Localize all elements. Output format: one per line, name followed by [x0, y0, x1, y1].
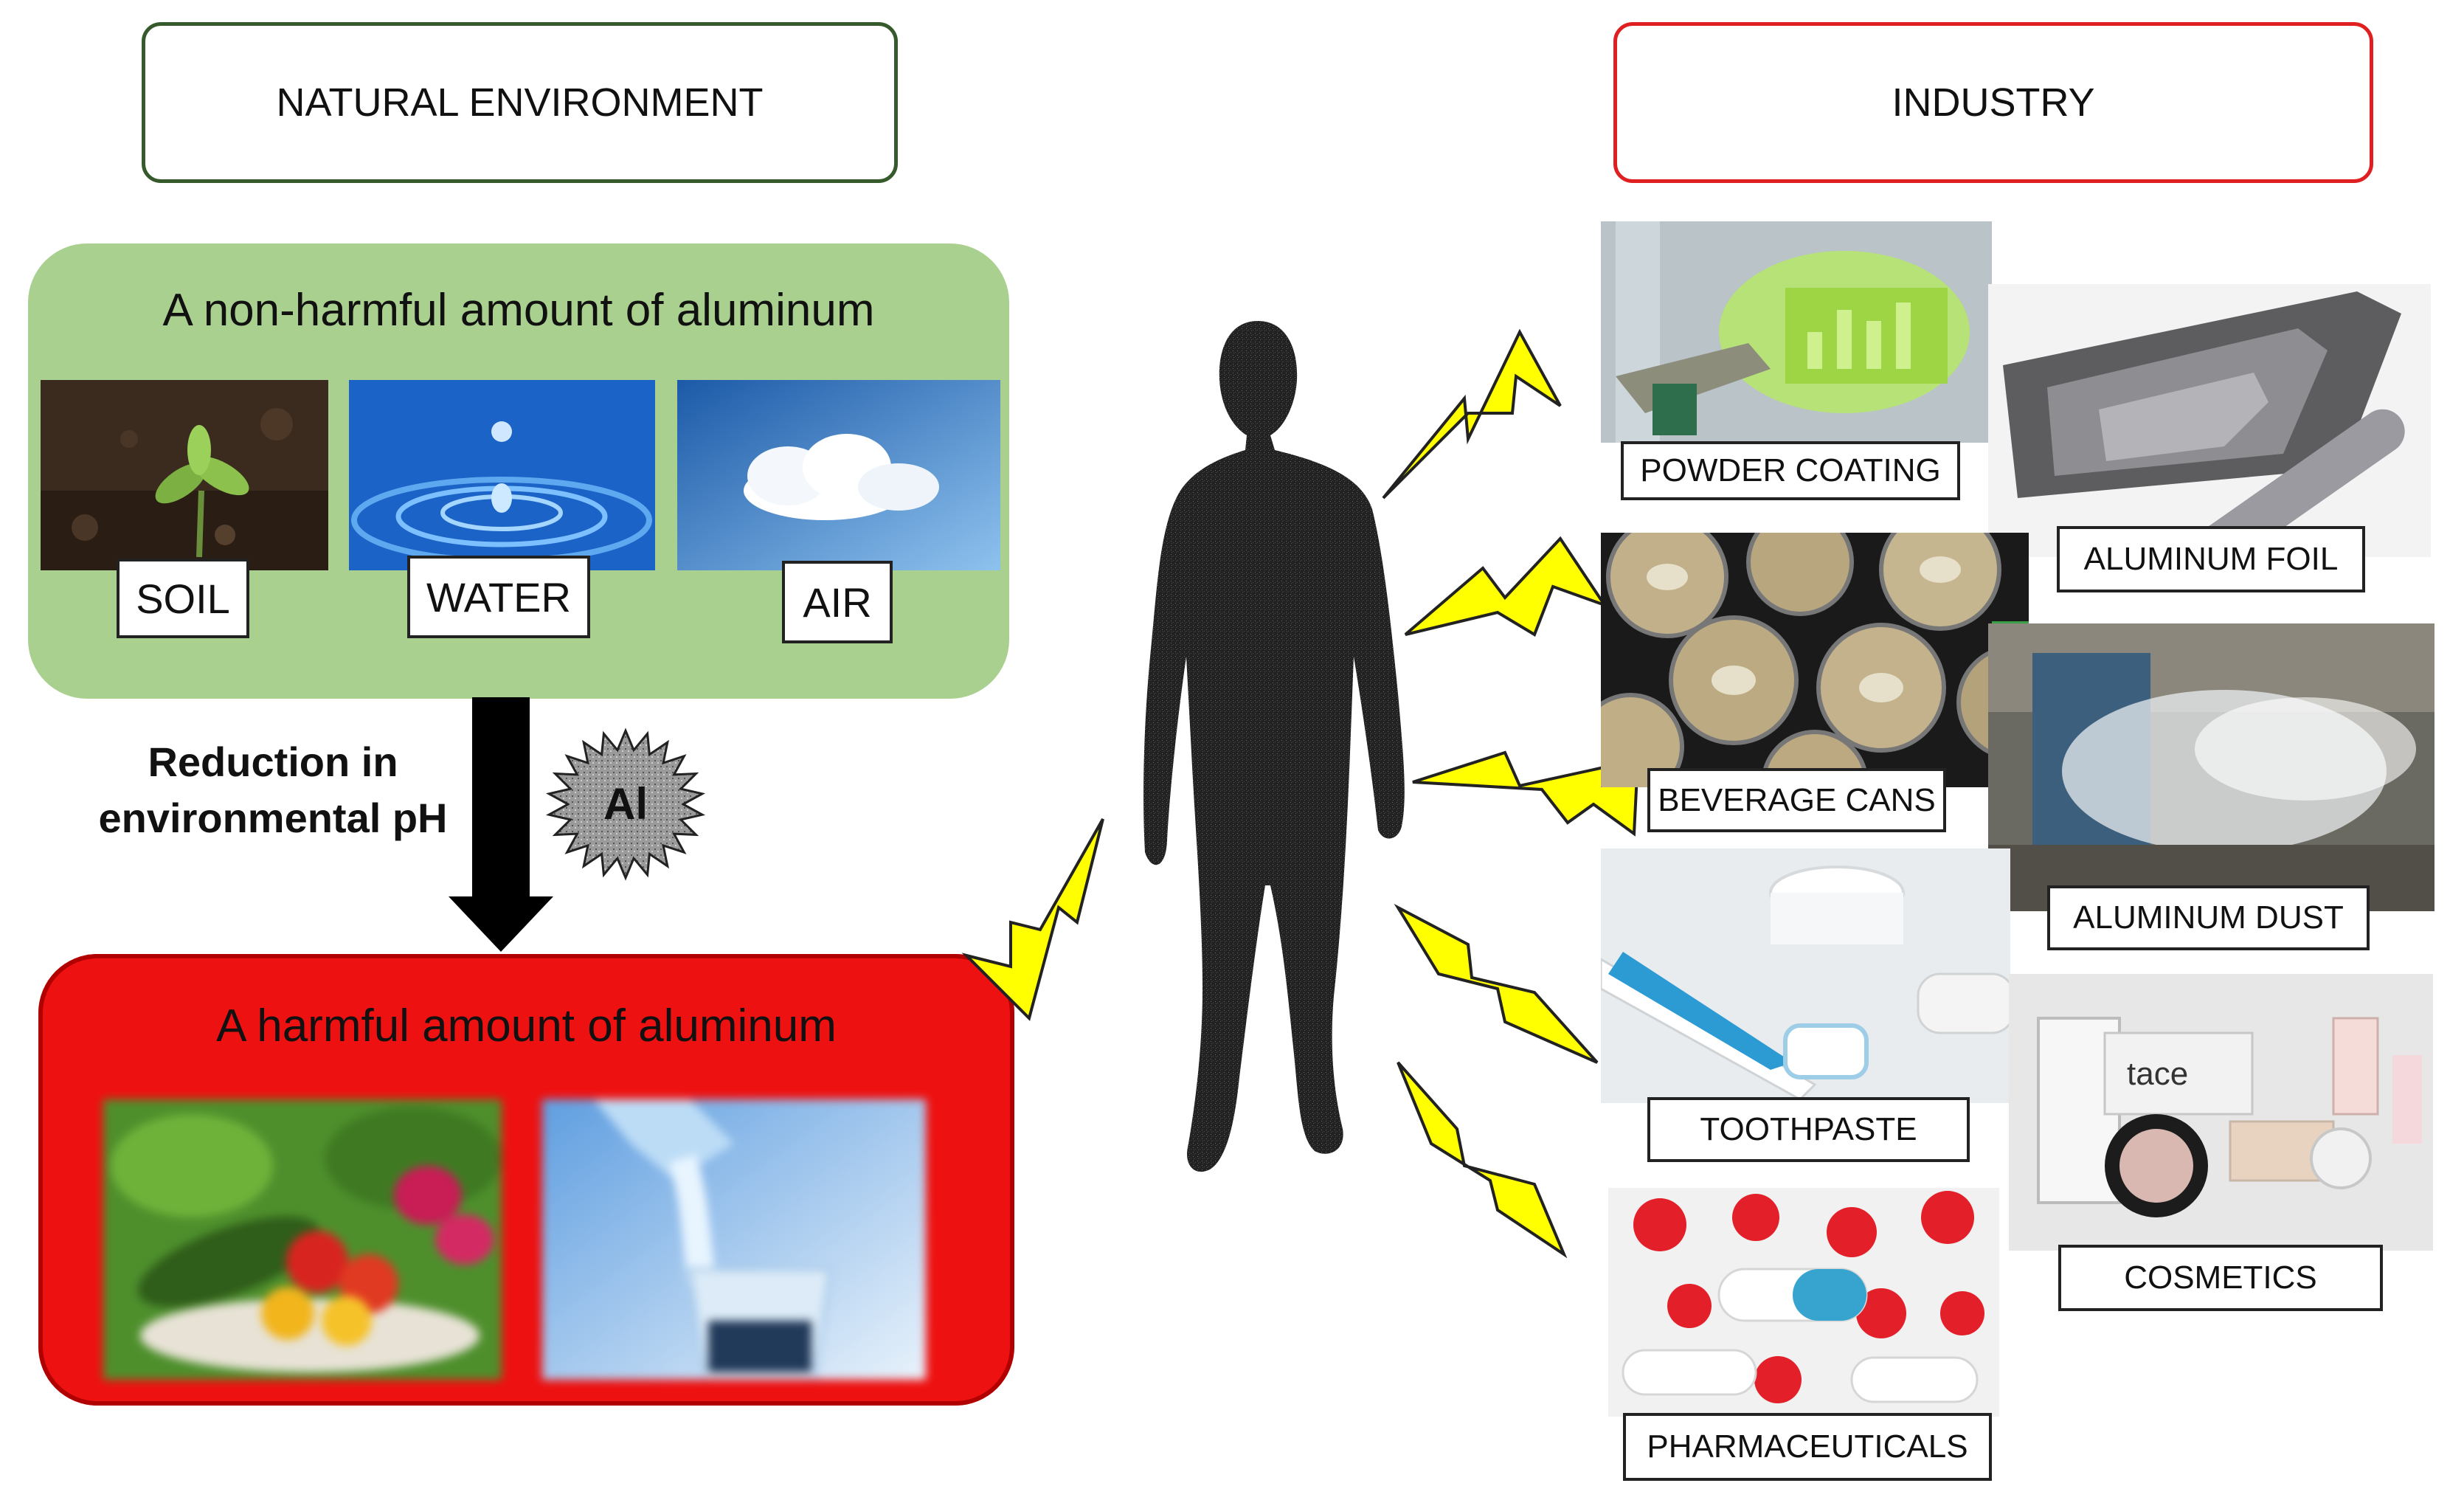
- water-label-text: WATER: [426, 573, 571, 621]
- vegetables-photo: [103, 1099, 502, 1380]
- svg-text:tace: tace: [2127, 1056, 2188, 1092]
- aluminum-dust-label-text: ALUMINUM DUST: [2073, 899, 2344, 936]
- industry-header-label: INDUSTRY: [1892, 80, 2095, 125]
- cosmetics-photo: tace: [2009, 974, 2433, 1251]
- beverage-cans-label: BEVERAGE CANS: [1647, 768, 1946, 832]
- natural-environment-header: NATURAL ENVIRONMENT: [142, 22, 898, 183]
- pharmaceuticals-photo: [1608, 1188, 1999, 1417]
- powder-coating-photo: [1601, 221, 1992, 443]
- natural-environment-header-label: NATURAL ENVIRONMENT: [276, 80, 764, 125]
- air-label: AIR: [782, 561, 893, 643]
- person-silhouette: [1143, 321, 1405, 1172]
- reduction-text-line2: environmental pH: [98, 795, 448, 841]
- beverage-cans-photo: [1601, 533, 2029, 787]
- aluminum-badge-icon: Al: [545, 727, 706, 881]
- air-photo: [677, 380, 1000, 570]
- water-glass-photo: [542, 1099, 926, 1380]
- powder-coating-label-text: POWDER COATING: [1640, 452, 1941, 488]
- reduction-text-line1: Reduction in: [148, 739, 398, 785]
- harmful-title: A harmful amount of aluminum: [216, 1000, 837, 1051]
- cosmetics-label-text: COSMETICS: [2124, 1259, 2317, 1296]
- beverage-cans-label-text: BEVERAGE CANS: [1658, 781, 1936, 818]
- aluminum-dust-photo: [1988, 623, 2434, 911]
- lightning-pharmaceuticals-icon: [1397, 1061, 1568, 1259]
- pharmaceuticals-label: PHARMACEUTICALS: [1623, 1413, 1992, 1481]
- lightning-beverage-cans-icon: [1404, 536, 1609, 637]
- aluminum-badge-label: Al: [603, 779, 648, 829]
- non-harmful-title: A non-harmful amount of aluminum: [162, 285, 875, 336]
- toothpaste-label: TOOTHPASTE: [1647, 1097, 1970, 1162]
- aluminum-foil-label: ALUMINUM FOIL: [2057, 526, 2365, 592]
- soil-label-text: SOIL: [136, 575, 230, 622]
- aluminum-foil-label-text: ALUMINUM FOIL: [2083, 541, 2339, 577]
- soil-label: SOIL: [117, 559, 249, 638]
- powder-coating-label: POWDER COATING: [1621, 441, 1960, 500]
- industry-header: INDUSTRY: [1613, 22, 2373, 183]
- cosmetics-label: COSMETICS: [2058, 1245, 2383, 1311]
- soil-photo: [41, 380, 328, 570]
- water-label: WATER: [407, 556, 590, 638]
- aluminum-dust-label: ALUMINUM DUST: [2047, 885, 2370, 950]
- air-label-text: AIR: [803, 578, 872, 626]
- water-photo: [349, 380, 655, 570]
- pharmaceuticals-label-text: PHARMACEUTICALS: [1647, 1428, 1968, 1465]
- toothpaste-label-text: TOOTHPASTE: [1700, 1111, 1917, 1147]
- aluminum-foil-photo: [1988, 284, 2431, 557]
- reduction-text: Reduction in environmental pH: [81, 734, 465, 846]
- toothpaste-photo: [1601, 848, 2010, 1103]
- down-arrow-icon: [449, 697, 553, 952]
- lightning-toothpaste-icon: [1394, 903, 1599, 1064]
